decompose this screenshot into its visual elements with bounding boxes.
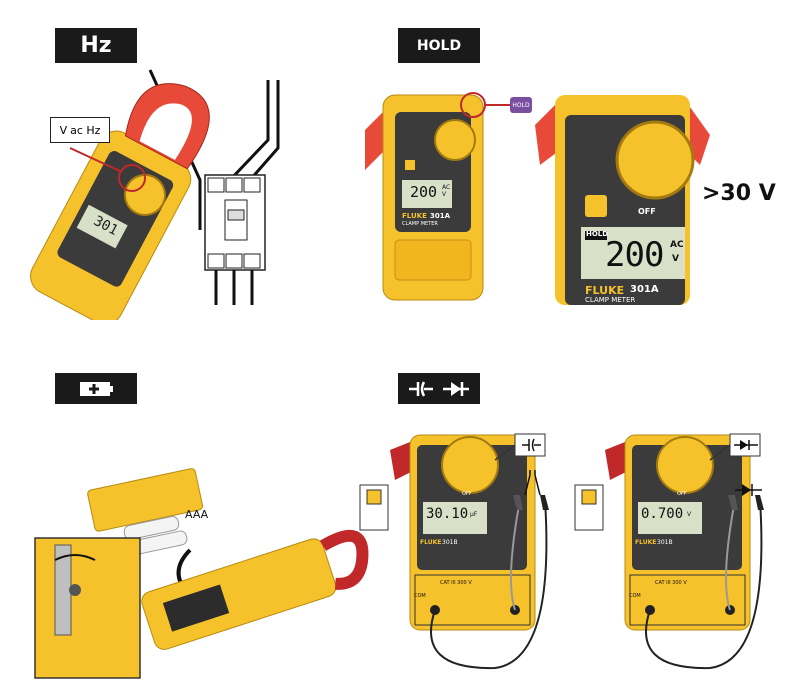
cap-display-value: 30.10 bbox=[426, 506, 469, 522]
diode-display-unit: V bbox=[687, 511, 692, 518]
diode-brand: FLUKE bbox=[635, 539, 657, 546]
hold-large-meter bbox=[535, 95, 710, 305]
diode-cat: CAT III 300 V bbox=[655, 580, 687, 586]
hz-illustration bbox=[30, 69, 280, 320]
hold-flag: HOLD bbox=[586, 230, 609, 238]
hold-big-brand: FLUKE bbox=[585, 284, 625, 297]
diode-off: OFF bbox=[677, 491, 687, 497]
battery-header bbox=[55, 373, 137, 404]
cap-display-unit: µF bbox=[470, 511, 478, 518]
hz-header: Hz bbox=[55, 28, 137, 63]
hold-off-label: OFF bbox=[638, 207, 656, 216]
hold-small-model: 301A bbox=[430, 212, 451, 220]
hold-big-display: 200 bbox=[605, 235, 664, 275]
hold-big-model: 301A bbox=[630, 284, 659, 295]
battery-icon bbox=[80, 381, 113, 396]
circuit-breaker bbox=[204, 174, 266, 271]
ac-hz-label: ac Hz bbox=[70, 123, 101, 137]
hold-small-brand: FLUKE bbox=[402, 212, 427, 220]
cap-off: OFF bbox=[462, 491, 472, 497]
cap-cat: CAT III 300 V bbox=[440, 580, 472, 586]
hold-big-subtitle: CLAMP METER bbox=[585, 296, 636, 304]
diode-icon bbox=[443, 381, 469, 396]
cap-model: 301B bbox=[442, 539, 458, 546]
hold-small-display: 200 bbox=[410, 183, 438, 201]
capacitor-icon bbox=[409, 380, 433, 397]
hold-button-tag: HOLD bbox=[510, 97, 532, 113]
v-tilde-label: V bbox=[59, 123, 68, 137]
cap-com: COM bbox=[414, 593, 426, 599]
voltage-threshold: >30 V bbox=[702, 181, 776, 206]
hold-big-unit-v: V bbox=[672, 254, 679, 264]
diode-com: COM bbox=[629, 593, 641, 599]
capacitance-meter bbox=[359, 433, 549, 670]
cap-diode-header bbox=[398, 373, 480, 404]
hold-header: HOLD bbox=[398, 28, 480, 63]
hold-small-subtitle: CLAMP METER bbox=[402, 221, 438, 227]
diode-meter bbox=[574, 433, 764, 670]
hold-small-unit: AC V bbox=[442, 184, 451, 198]
diode-display-value: 0.700 bbox=[641, 506, 684, 522]
hz-callout-box: V ac Hz bbox=[50, 117, 110, 143]
diode-model: 301B bbox=[657, 539, 673, 546]
cap-brand: FLUKE bbox=[420, 539, 442, 546]
battery-aaa-label: AAA bbox=[185, 508, 209, 521]
hold-big-unit-ac: AC bbox=[670, 240, 684, 250]
hold-small-meter bbox=[365, 92, 510, 301]
battery-illustration bbox=[34, 468, 369, 679]
